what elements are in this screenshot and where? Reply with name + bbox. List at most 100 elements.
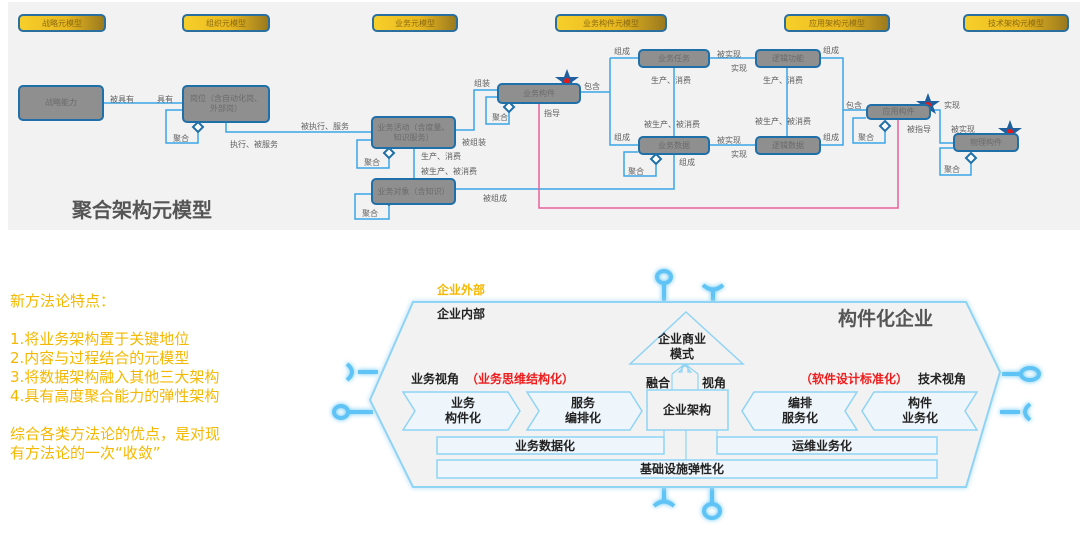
rel-owns: 具有 bbox=[157, 95, 173, 104]
rel-produced-consumed-3: 被生产、被消费 bbox=[755, 117, 811, 126]
rel-produced-consumed-1: 被生产、被消费 bbox=[421, 167, 477, 176]
node-strategic-capability: 战略能力 bbox=[18, 85, 104, 121]
agg-label-object: 聚合 bbox=[362, 209, 378, 218]
chevron-line1: 编排 bbox=[787, 396, 812, 410]
agg-label-data: 聚合 bbox=[628, 167, 644, 176]
edge-guide-pink bbox=[538, 104, 899, 209]
node-business-object: 业务对象（含知识） bbox=[371, 178, 456, 205]
rel-executed-serve: 被执行、服务 bbox=[301, 122, 349, 131]
note-item: 3.将数据架构融入其他三大架构 bbox=[10, 368, 220, 386]
bar-business-data bbox=[436, 436, 665, 455]
diamond-data bbox=[649, 152, 663, 166]
diamond-physical bbox=[964, 151, 978, 165]
note-item: 1.将业务架构置于关键地位 bbox=[10, 330, 190, 348]
diamond-component bbox=[502, 100, 516, 114]
chevron-label-orchestration-service: 编排 服务化 bbox=[770, 396, 830, 426]
rel-produce-consume-1: 生产、消费 bbox=[421, 152, 461, 161]
node-business-component: 业务构件 bbox=[497, 83, 581, 104]
rel-compose-task: 组成 bbox=[614, 47, 630, 56]
fusion-label: 融合 bbox=[646, 376, 671, 390]
diamond-app bbox=[878, 119, 892, 133]
connector-ring-left bbox=[332, 404, 373, 420]
arrow-right-edge bbox=[684, 363, 699, 375]
business-view-label: 业务视角 bbox=[411, 372, 460, 386]
category-business-component: 业务构件元模型 bbox=[555, 14, 667, 32]
category-organization: 组织元模型 bbox=[182, 14, 270, 32]
chevron-label-service-orchestration: 服务 编排化 bbox=[558, 396, 608, 426]
rel-realized-task: 被实现 bbox=[717, 50, 741, 59]
view-label: 视角 bbox=[702, 376, 727, 390]
inside-label: 企业内部 bbox=[437, 307, 486, 321]
tech-view-note: （软件设计标准化） bbox=[800, 372, 909, 386]
chevron-label-component-business: 构件 业务化 bbox=[890, 396, 950, 426]
edge-activity-component bbox=[455, 89, 497, 131]
edge-position-activity bbox=[225, 122, 371, 133]
edge-logic-app bbox=[820, 57, 844, 146]
componentized-enterprise-title: 构件化企业 bbox=[838, 308, 934, 330]
category-business: 业务元模型 bbox=[372, 14, 458, 32]
agg-loop-activity bbox=[356, 139, 390, 169]
node-physical-component: 物理构件 bbox=[953, 133, 1019, 152]
rel-realize-data: 实现 bbox=[731, 150, 747, 159]
connector-ring-top bbox=[655, 269, 673, 302]
category-strategic: 战略元模型 bbox=[18, 14, 106, 32]
agg-label-component: 聚合 bbox=[492, 113, 508, 122]
rel-realized-physical: 被实现 bbox=[951, 125, 975, 134]
rel-composed: 被组成 bbox=[483, 194, 507, 203]
agg-loop-object bbox=[354, 193, 390, 220]
node-business-data: 业务数据 bbox=[638, 136, 710, 155]
tech-view-label: 技术视角 bbox=[918, 372, 967, 386]
node-business-task: 业务任务 bbox=[638, 49, 710, 68]
business-model-line1: 企业商业 bbox=[658, 332, 707, 346]
outside-label: 企业外部 bbox=[437, 283, 486, 297]
rel-produce-consume-2: 生产、消费 bbox=[651, 76, 691, 85]
infra-bar-label: 基础设施弹性化 bbox=[640, 462, 725, 476]
diamond-activity bbox=[382, 146, 396, 160]
agg-label-physical: 聚合 bbox=[944, 165, 960, 174]
category-application: 应用架构元模型 bbox=[784, 14, 890, 32]
rel-contain-1: 包含 bbox=[584, 82, 600, 91]
rel-compose-function: 组成 bbox=[823, 46, 839, 55]
rel-compose-data-below: 组成 bbox=[679, 158, 695, 167]
rel-compose-logicdata: 组成 bbox=[823, 133, 839, 142]
business-model-label: 企业商业 模式 bbox=[658, 332, 706, 362]
rel-assembled: 被组装 bbox=[462, 138, 486, 147]
category-technology: 技术架构元模型 bbox=[963, 14, 1069, 32]
methodology-notes: 新方法论特点： 1.将业务架构置于关键地位 2.内容与过程结合的元模型 3.将数… bbox=[10, 292, 220, 463]
node-position: 岗位（含自动化岗、外部岗） bbox=[182, 85, 270, 123]
business-model-triangle bbox=[628, 310, 745, 365]
agg-loop-app bbox=[852, 117, 886, 144]
connector-ring-bottom bbox=[702, 488, 722, 520]
connector-fork-left bbox=[345, 362, 378, 382]
edge-object-data bbox=[455, 155, 675, 190]
agg-loop-component bbox=[485, 96, 510, 125]
aggregate-metamodel-title: 聚合架构元模型 bbox=[72, 198, 212, 222]
notes-heading: 新方法论特点： bbox=[10, 292, 116, 310]
rel-compose-data: 组成 bbox=[614, 133, 630, 142]
ops-bar-label: 运维业务化 bbox=[792, 439, 853, 453]
chevron-service-orchestration bbox=[525, 391, 643, 431]
chevron-component-business bbox=[861, 391, 979, 431]
business-view-note: （业务思维结构化） bbox=[466, 372, 575, 386]
connector-fork-right bbox=[1000, 402, 1032, 422]
chevron-label-business-componentization: 业务 构件化 bbox=[438, 396, 488, 426]
node-application-component: 应用构件 bbox=[866, 104, 931, 120]
rel-realized-data: 被实现 bbox=[717, 136, 741, 145]
diamond-position bbox=[191, 120, 205, 134]
agg-label-position: 聚合 bbox=[173, 134, 189, 143]
chevron-line2: 业务化 bbox=[901, 411, 938, 425]
connector-ring-right bbox=[1002, 366, 1041, 382]
rel-assemble: 组装 bbox=[474, 79, 490, 88]
chevron-line2: 编排化 bbox=[564, 411, 601, 425]
node-logical-data: 逻辑数据 bbox=[755, 136, 821, 155]
chevron-line2: 服务化 bbox=[781, 411, 818, 425]
bar-infra bbox=[436, 459, 938, 479]
enterprise-architecture-label: 企业架构 bbox=[663, 403, 712, 417]
chevron-line1: 构件 bbox=[907, 396, 932, 410]
agg-loop-position bbox=[165, 109, 199, 144]
enterprise-architecture-box bbox=[646, 389, 729, 431]
rel-realize-task: 实现 bbox=[731, 64, 747, 73]
rel-guide: 指导 bbox=[544, 109, 560, 118]
rel-owned-by: 被具有 bbox=[110, 95, 134, 104]
